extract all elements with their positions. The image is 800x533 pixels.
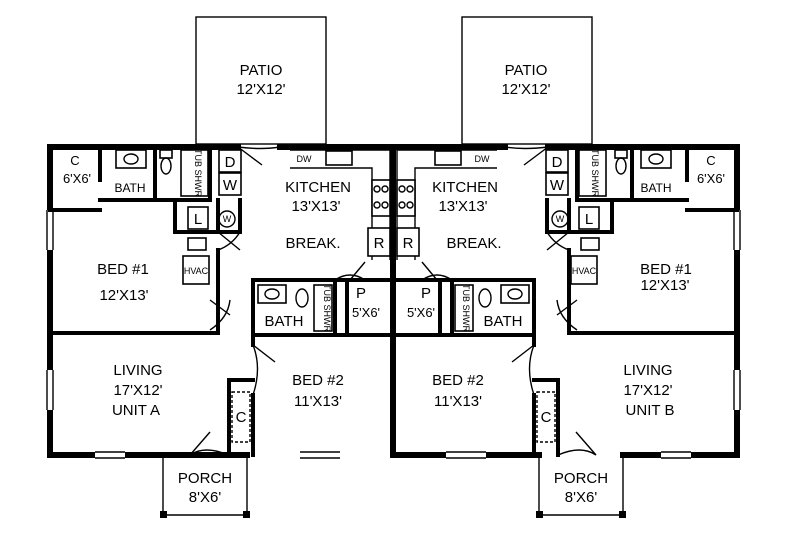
unit-b-labels: PATIO 12'X12' C 6'X6' BATH TUB SHWR D W … — [403, 62, 725, 506]
patio-a-size: 12'X12' — [236, 81, 285, 98]
kitchen-a-name: KITCHEN — [285, 179, 351, 196]
patio-b-size: 12'X12' — [501, 81, 550, 98]
break-a-label: BREAK. — [285, 235, 340, 252]
pantry-a-name: P — [356, 285, 366, 302]
porch-a-post-left — [160, 511, 167, 518]
tub-a-top-label: TUB SHWR — [193, 149, 203, 197]
tub-b-top-label: TUB SHWR — [590, 149, 600, 197]
interior-door-swings — [209, 231, 578, 396]
porch-b-post-left — [536, 511, 543, 518]
pantry-b-size: 5'X6' — [407, 305, 435, 320]
bed2-a-size: 11'X13' — [294, 393, 342, 410]
pantry-b-name: P — [421, 285, 431, 302]
linen-a-label: L — [194, 211, 202, 228]
bed2-a-name: BED #2 — [292, 372, 344, 389]
dryer-a-label: D — [225, 154, 236, 171]
porch-a-slab — [162, 455, 248, 516]
living-a-name: LIVING — [113, 362, 162, 379]
living-a-size: 17'X12' — [113, 382, 162, 399]
closet-b-top-name: C — [706, 153, 715, 168]
bed1-b-name: BED #1 — [640, 261, 692, 278]
living-b-size: 17'X12' — [623, 382, 672, 399]
closet-b-top-size: 6'X6' — [697, 171, 725, 186]
bed1-b-size: 12'X13' — [640, 277, 689, 294]
unit-a-fixtures — [115, 149, 391, 443]
hvac-a-label: HVAC — [184, 266, 209, 276]
water-heater-a-label: W — [223, 214, 232, 224]
unit-a-labels: PATIO 12'X12' C 6'X6' BATH TUB SHWR D W … — [63, 62, 385, 506]
exterior-walls — [44, 144, 743, 461]
bed1-a-name: BED #1 — [97, 261, 149, 278]
tub-b-mid-label: TUB SHWR — [461, 284, 471, 332]
living-b-name: LIVING — [623, 362, 672, 379]
kitchen-b-name: KITCHEN — [432, 179, 498, 196]
patio-a-slab — [195, 16, 327, 145]
patio-a-name: PATIO — [240, 62, 283, 79]
closet-b-bed2-label: C — [541, 409, 552, 426]
porch-b-post-right — [619, 511, 626, 518]
range-b-label: R — [403, 235, 414, 252]
porch-b-slab — [538, 455, 624, 516]
bath-b-mid-label: BATH — [484, 313, 523, 330]
bed2-b-name: BED #2 — [432, 372, 484, 389]
dryer-b-label: D — [552, 154, 563, 171]
porch-b-size: 8'X6' — [565, 489, 598, 506]
unit-b-fixtures — [396, 149, 672, 443]
hvac-b-label: HVAC — [572, 266, 597, 276]
bath-a-top-label: BATH — [114, 181, 145, 195]
closet-a-top-size: 6'X6' — [63, 171, 91, 186]
washer-b-label: W — [550, 177, 565, 194]
range-a-label: R — [374, 235, 385, 252]
bath-b-top-label: BATH — [640, 181, 671, 195]
bed1-a-size: 12'X13' — [99, 287, 148, 304]
unit-b-interior-walls — [395, 145, 739, 457]
unit-a-interior-walls — [48, 145, 395, 457]
kitchen-b-size: 13'X13' — [438, 198, 487, 215]
break-b-label: BREAK. — [446, 235, 501, 252]
dishwasher-b-label: DW — [475, 154, 490, 164]
porch-a-post-right — [243, 511, 250, 518]
kitchen-a-size: 13'X13' — [291, 198, 340, 215]
patio-b-slab — [461, 16, 593, 145]
porch-a-size: 8'X6' — [189, 489, 222, 506]
porch-b-name: PORCH — [554, 470, 608, 487]
living-a-unit: UNIT A — [112, 402, 160, 419]
water-heater-b-label: W — [556, 214, 565, 224]
pantry-a-size: 5'X6' — [352, 305, 380, 320]
closet-a-top-name: C — [70, 153, 79, 168]
washer-a-label: W — [223, 177, 238, 194]
living-b-unit: UNIT B — [626, 402, 675, 419]
dishwasher-a-label: DW — [297, 154, 312, 164]
patio-b-name: PATIO — [505, 62, 548, 79]
bath-a-mid-label: BATH — [265, 313, 304, 330]
tub-a-mid-label: TUB SHWR — [322, 284, 332, 332]
porch-a-name: PORCH — [178, 470, 232, 487]
bed2-b-size: 11'X13' — [434, 393, 482, 410]
linen-b-label: L — [585, 211, 593, 228]
closet-a-bed2-label: C — [236, 409, 247, 426]
